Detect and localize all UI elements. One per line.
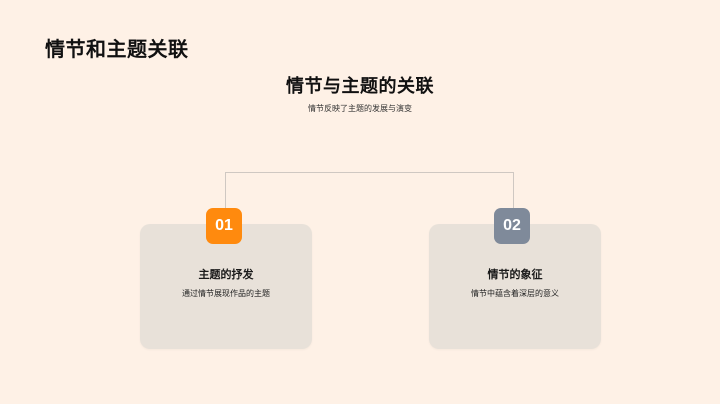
card-theme-expression: 主题的抒发 通过情节展现作品的主题: [140, 224, 312, 349]
card-heading: 主题的抒发: [198, 268, 254, 281]
card-description: 通过情节展现作品的主题: [182, 289, 270, 298]
number-badge-02: 02: [494, 208, 530, 244]
connector-line: [225, 172, 514, 212]
card-description: 情节中蕴含着深层的意义: [471, 289, 559, 298]
number-badge-01: 01: [206, 208, 242, 244]
center-subtitle: 情节反映了主题的发展与演变: [308, 104, 412, 113]
center-title: 情节与主题的关联: [286, 76, 434, 97]
card-plot-symbolism: 情节的象征 情节中蕴含着深层的意义: [429, 224, 601, 349]
card-heading: 情节的象征: [487, 268, 543, 281]
slide-title: 情节和主题关联: [45, 37, 189, 61]
